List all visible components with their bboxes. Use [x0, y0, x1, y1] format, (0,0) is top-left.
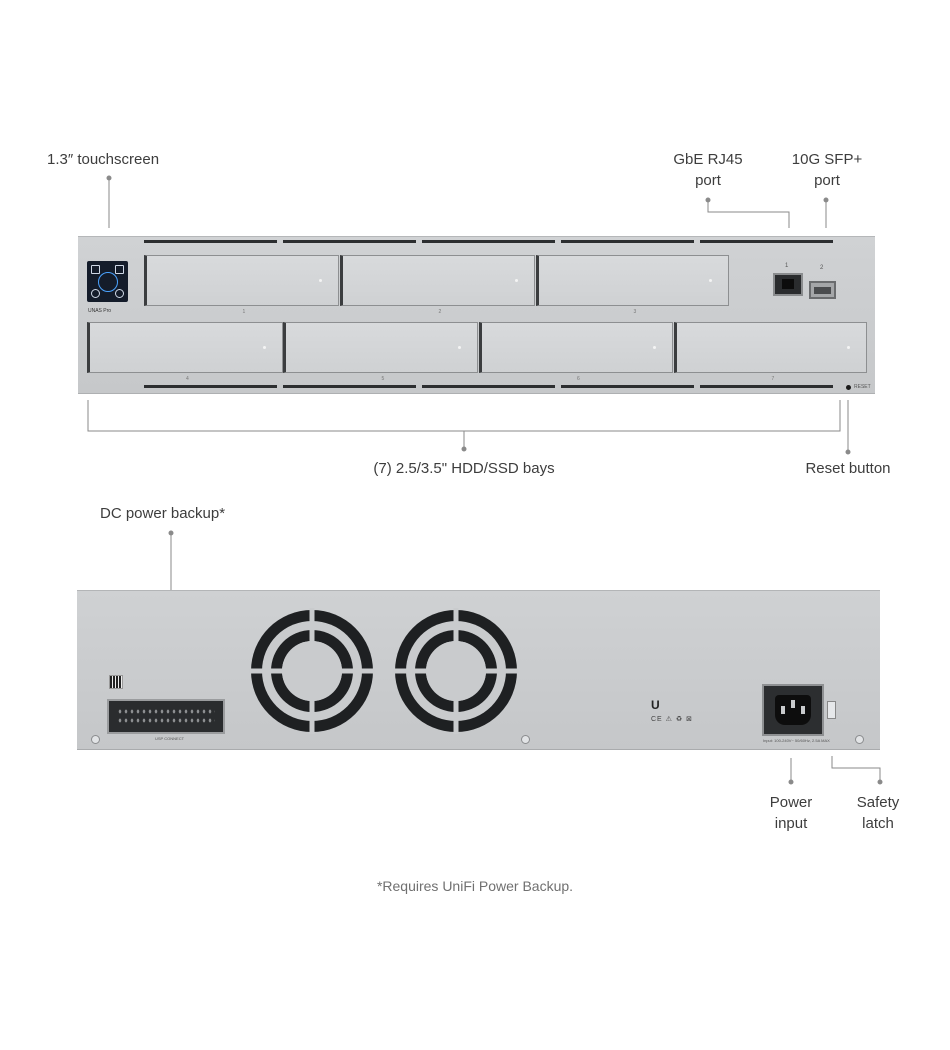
- rj45-label: GbE RJ45 port: [658, 149, 758, 191]
- bottom-vent-slot: [700, 385, 833, 388]
- footnote: *Requires UniFi Power Backup.: [376, 878, 574, 894]
- safety-latch-label: Safety latch: [828, 792, 928, 834]
- latch-leader: [831, 756, 881, 782]
- bay-number: 2: [438, 309, 442, 315]
- bay-number: 7: [771, 376, 775, 382]
- bays-dot: [461, 446, 467, 452]
- bay-number: 5: [381, 376, 385, 382]
- bays-label: (7) 2.5/3.5" HDD/SSD bays: [373, 460, 555, 477]
- bays-bracket: [87, 400, 841, 432]
- bottom-vent-slot: [144, 385, 277, 388]
- fan-grille-icon: [249, 608, 375, 734]
- front-panel: UNAS Pro 1 2 3 4 5 6 7 1 2 RESET: [78, 236, 875, 394]
- bay-number: 4: [186, 376, 189, 382]
- dc-power-connector[interactable]: [107, 699, 225, 734]
- touchscreen-dot: [106, 175, 112, 181]
- power-rating-text: Input: 100-240V~ 50/60Hz, 2.5A MAX: [763, 738, 830, 743]
- drive-bay[interactable]: 2: [340, 255, 535, 315]
- brand-label: UNAS Pro: [88, 308, 112, 314]
- sfp-port-number: 2: [820, 265, 824, 271]
- screw-icon: [91, 735, 100, 744]
- reset-text: RESET: [854, 384, 871, 390]
- bay-led: [319, 279, 322, 282]
- certification-marks: CE ⚠ ♻ ⊠: [651, 716, 693, 723]
- power-input-socket[interactable]: [762, 684, 824, 736]
- sfp-label-line2: port: [814, 172, 840, 189]
- touchscreen[interactable]: [87, 261, 128, 302]
- bottom-vent-slot: [422, 385, 555, 388]
- bottom-vent-slot: [561, 385, 694, 388]
- bay-number: 1: [242, 309, 246, 315]
- drive-bay[interactable]: 5: [283, 322, 478, 382]
- fan-grille-icon: [393, 608, 519, 734]
- rear-panel: USP CONNECT U CE ⚠ ♻ ⊠ Input: 100-240V~ …: [77, 590, 880, 750]
- power-input-label: Power input: [741, 792, 841, 834]
- qr-code: [109, 675, 123, 689]
- sfp-dot: [823, 197, 829, 203]
- power-input-label-line1: Power: [769, 794, 813, 811]
- top-vent-slot: [561, 240, 694, 243]
- drive-bay[interactable]: 1: [144, 255, 339, 315]
- bay-led: [458, 346, 461, 349]
- touchscreen-ring: [98, 272, 118, 292]
- top-vent-slot: [283, 240, 416, 243]
- bay-led: [709, 279, 712, 282]
- screw-icon: [855, 735, 864, 744]
- safety-latch-label-line1: Safety: [856, 794, 900, 811]
- top-vent-slot: [144, 240, 277, 243]
- dc-connector-label: USP CONNECT: [155, 736, 185, 741]
- sfp-label-line1: 10G SFP+: [791, 151, 863, 168]
- rj45-label-line2: port: [695, 172, 721, 189]
- bay-led: [515, 279, 518, 282]
- power-dot: [788, 779, 794, 785]
- rj45-dot: [705, 197, 711, 203]
- settings-icon: [115, 289, 124, 298]
- rj45-label-line1: GbE RJ45: [673, 151, 743, 168]
- drive-bay[interactable]: 6: [479, 322, 673, 382]
- power-input-label-line2: input: [774, 815, 808, 832]
- rj45-port-number: 1: [785, 263, 789, 269]
- bay-number: 6: [577, 376, 580, 382]
- touchscreen-icon: [91, 265, 100, 274]
- top-vent-slot: [422, 240, 555, 243]
- drive-bay[interactable]: 7: [674, 322, 867, 382]
- dc-pins: [117, 707, 215, 726]
- reset-button[interactable]: [846, 385, 851, 390]
- touchscreen-icon: [115, 265, 124, 274]
- dc-backup-label: DC power backup*: [100, 505, 226, 522]
- bay-led: [847, 346, 850, 349]
- drive-bay[interactable]: 4: [87, 322, 283, 382]
- rj45-leader: [707, 200, 790, 228]
- drive-bay[interactable]: 3: [536, 255, 729, 315]
- bottom-vent-slot: [283, 385, 416, 388]
- touchscreen-label: 1.3″ touchscreen: [47, 151, 160, 168]
- reset-label: Reset button: [805, 460, 891, 477]
- dc-dot: [168, 530, 174, 536]
- top-vent-slot: [700, 240, 833, 243]
- safety-latch-label-line2: latch: [862, 815, 894, 832]
- sfp-port[interactable]: [809, 281, 836, 299]
- reset-dot: [845, 449, 851, 455]
- screw-icon: [521, 735, 530, 744]
- iec-plug-icon: [775, 695, 811, 725]
- rj45-port[interactable]: [773, 273, 803, 296]
- sfp-label: 10G SFP+ port: [777, 149, 877, 191]
- bay-led: [263, 346, 266, 349]
- power-icon: [91, 289, 100, 298]
- bay-led: [653, 346, 656, 349]
- ubiquiti-logo: U: [651, 698, 660, 712]
- bay-number: 3: [633, 309, 637, 315]
- latch-dot: [877, 779, 883, 785]
- safety-latch[interactable]: [827, 701, 836, 719]
